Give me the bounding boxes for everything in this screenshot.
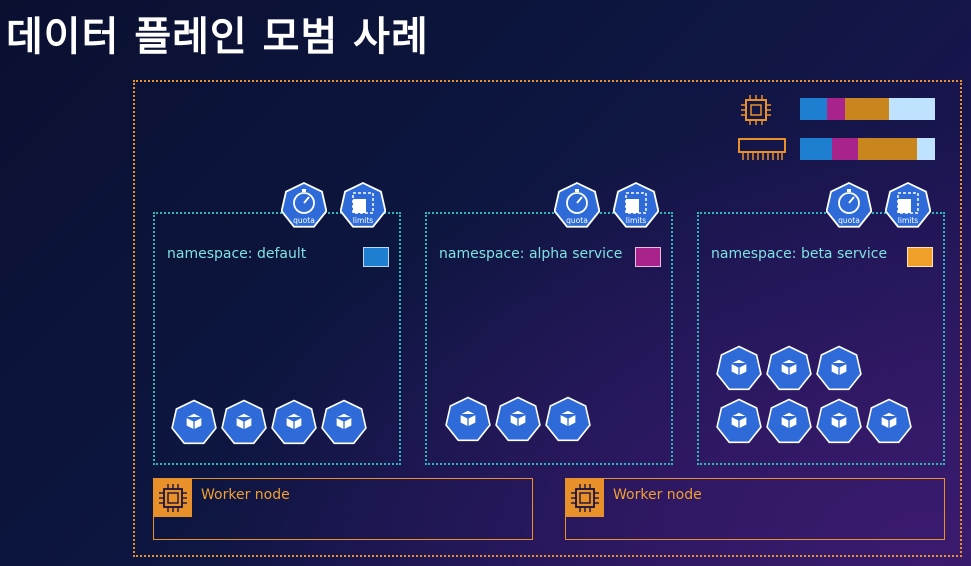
limits-badge-label: limits (353, 216, 373, 225)
cpu-allocation-bar (800, 98, 935, 120)
quota-gauge-icon: quota (826, 182, 872, 228)
cpu-segment-beta (844, 98, 890, 120)
limits-box-icon: limits (613, 182, 659, 228)
limits-badge-label: limits (626, 216, 646, 225)
namespace-alpha-service: namespace: alpha service (425, 212, 673, 465)
memory-segment-default (800, 138, 833, 160)
limits-box-icon: limits (885, 182, 931, 228)
pod-cube-icon (816, 345, 862, 391)
pod-cube-icon (766, 345, 812, 391)
memory-segment-alpha (832, 138, 859, 160)
namespace-beta-service: namespace: beta service (697, 212, 945, 465)
memory-segment-beta (858, 138, 918, 160)
pod-cube-icon (171, 399, 217, 445)
pod-cube-icon (766, 398, 812, 444)
quota-badge-label: quota (838, 216, 860, 225)
namespace-label: namespace: beta service (711, 246, 888, 262)
worker-node-label: Worker node (613, 487, 702, 503)
memory-segment-free (917, 138, 935, 160)
quota-gauge-icon: quota (281, 182, 327, 228)
quota-gauge-icon: quota (554, 182, 600, 228)
worker-node-2: Worker node (565, 478, 945, 540)
pod-cube-icon (716, 398, 762, 444)
cpu-segment-default (800, 98, 827, 120)
quota-badge-label: quota (293, 216, 315, 225)
pod-cube-icon (271, 399, 317, 445)
limits-box-icon: limits (340, 182, 386, 228)
quota-badge-label: quota (566, 216, 588, 225)
pod-cube-icon (816, 398, 862, 444)
cpu-segment-alpha (827, 98, 845, 120)
namespace-color-swatch (363, 247, 389, 267)
pod-cube-icon (221, 399, 267, 445)
page-title: 데이터 플레인 모범 사례 (6, 14, 429, 60)
pod-cube-icon (545, 396, 591, 442)
pod-cube-icon (495, 396, 541, 442)
cpu-segment-free (889, 98, 935, 120)
memory-allocation-bar (800, 138, 935, 160)
memory-module-icon (738, 138, 786, 160)
namespace-color-swatch (907, 247, 933, 267)
namespace-color-swatch (635, 247, 661, 267)
worker-node-label: Worker node (201, 487, 290, 503)
pod-cube-icon (866, 398, 912, 444)
pod-cube-icon (716, 345, 762, 391)
limits-badge-label: limits (898, 216, 918, 225)
namespace-label: namespace: alpha service (439, 246, 623, 262)
worker-node-chip-icon (154, 479, 192, 517)
namespace-label: namespace: default (167, 246, 307, 262)
pod-cube-icon (321, 399, 367, 445)
cpu-chip-icon (741, 95, 771, 125)
cluster-boundary (133, 80, 962, 557)
namespace-default: namespace: default (153, 212, 401, 465)
worker-node-chip-icon (566, 479, 604, 517)
pod-cube-icon (445, 396, 491, 442)
worker-node-1: Worker node (153, 478, 533, 540)
